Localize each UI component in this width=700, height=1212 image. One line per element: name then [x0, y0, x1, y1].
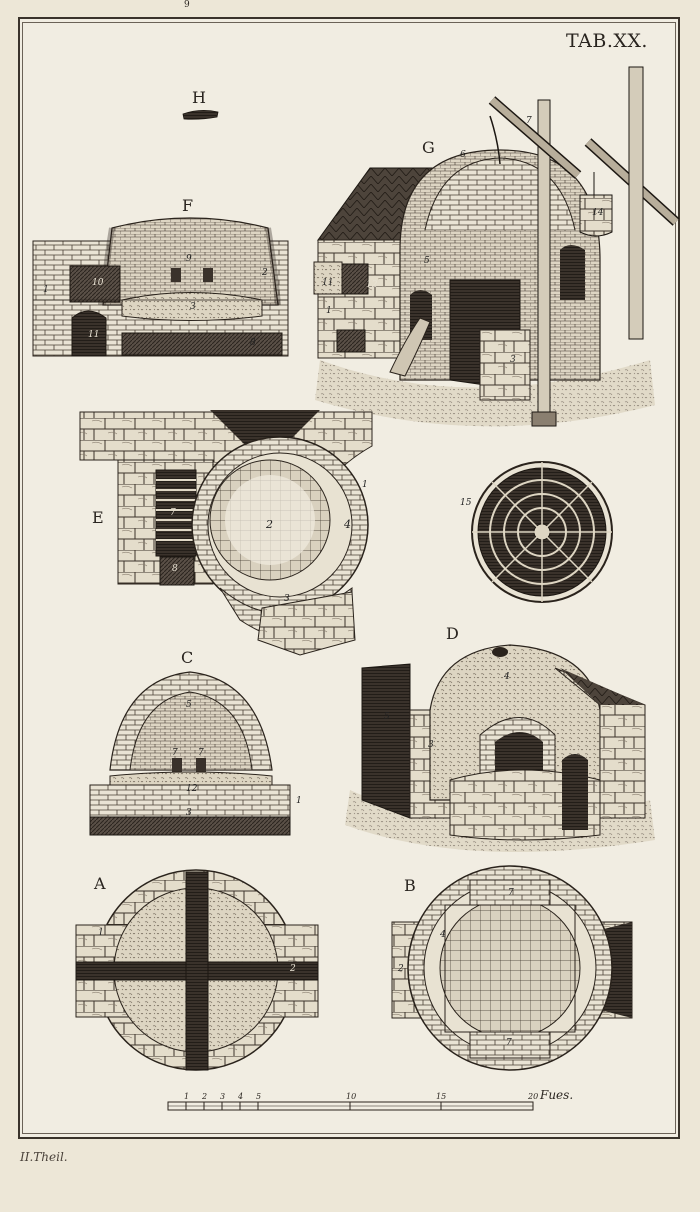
g-num-5: 5 — [424, 256, 430, 266]
b-num-4: 4 — [440, 930, 446, 940]
figure-label-f: F — [182, 196, 194, 215]
f-num-8: 8 — [250, 338, 256, 348]
part-label: II.Theil. — [20, 1150, 68, 1164]
a-num-2: 2 — [290, 964, 296, 974]
b-num-2: 2 — [398, 964, 404, 974]
e-num-2: 2 — [266, 518, 273, 531]
figure-15-round-grate — [471, 461, 613, 603]
f-num-11: 11 — [88, 330, 100, 340]
f-num-9: 9 — [186, 254, 192, 264]
d-num-3: 3 — [428, 740, 434, 750]
g-num-12: 12 — [366, 280, 378, 290]
b-num-7a: 7 — [508, 888, 514, 898]
g-num-7: 7 — [526, 116, 532, 126]
fig15-label: 15 — [460, 498, 472, 508]
scale-tick-3: 3 — [220, 1092, 226, 1101]
figure-a-cross-plan — [75, 869, 319, 1071]
c-num-7b: 7 — [198, 748, 204, 758]
scale-tick-15: 15 — [436, 1092, 447, 1101]
scale-tick-5: 5 — [256, 1092, 262, 1101]
figure-label-b: B — [404, 876, 416, 895]
g-num-11: 11 — [322, 278, 334, 288]
g-num-14: 14 — [592, 208, 604, 218]
d-num-4: 4 — [504, 672, 510, 682]
figure-label-h: H — [192, 88, 206, 107]
c-num-7a: 7 — [172, 748, 178, 758]
g-num-6: 6 — [460, 150, 466, 160]
figure-f-oven-section — [32, 217, 289, 357]
f-num-10: 10 — [92, 278, 104, 288]
plate-title: TAB.XX. — [566, 30, 648, 52]
f-num-2: 2 — [262, 268, 268, 278]
e-num-3: 3 — [284, 594, 290, 604]
figure-label-d: D — [446, 624, 459, 643]
figure-label-c: C — [181, 648, 194, 667]
e-num-1: 1 — [362, 480, 368, 490]
b-num-7b: 7 — [506, 1038, 512, 1048]
e-num-8: 8 — [172, 564, 178, 574]
c-num-1: 1 — [296, 796, 302, 806]
scale-tick-10: 10 — [346, 1092, 357, 1101]
e-num-7: 7 — [170, 508, 176, 518]
scale-tick-2: 2 — [202, 1092, 208, 1101]
g-num-3: 3 — [510, 355, 516, 365]
e-num-4: 4 — [344, 518, 351, 531]
scale-tick-20: 20 — [528, 1092, 539, 1101]
page-mark: 9 — [184, 0, 190, 10]
a-num-1: 1 — [98, 928, 104, 938]
scale-unit: Fues. — [540, 1088, 574, 1102]
figure-e-plan — [79, 410, 373, 656]
d-num-5: 5 — [384, 712, 390, 722]
scale-tick-4: 4 — [238, 1092, 244, 1101]
figure-c-section — [89, 671, 291, 836]
c-num-3: 3 — [186, 808, 192, 818]
f-num-1: 1 — [43, 285, 49, 295]
c-num-5: 5 — [186, 700, 192, 710]
scale-tick-1: 1 — [184, 1092, 190, 1101]
scale-bar — [167, 1101, 534, 1111]
c-num-12: 12 — [186, 784, 198, 794]
figure-label-e: E — [92, 508, 104, 527]
figure-h-bar — [182, 110, 219, 120]
f-num-3: 3 — [190, 302, 196, 312]
figure-g-kiln-perspective — [313, 66, 680, 427]
figure-label-g: G — [422, 138, 435, 157]
figure-d-dome-kiln — [345, 644, 655, 852]
figure-b-round-plan — [391, 865, 633, 1071]
figure-label-a: A — [94, 874, 106, 893]
g-num-1: 1 — [326, 306, 332, 316]
